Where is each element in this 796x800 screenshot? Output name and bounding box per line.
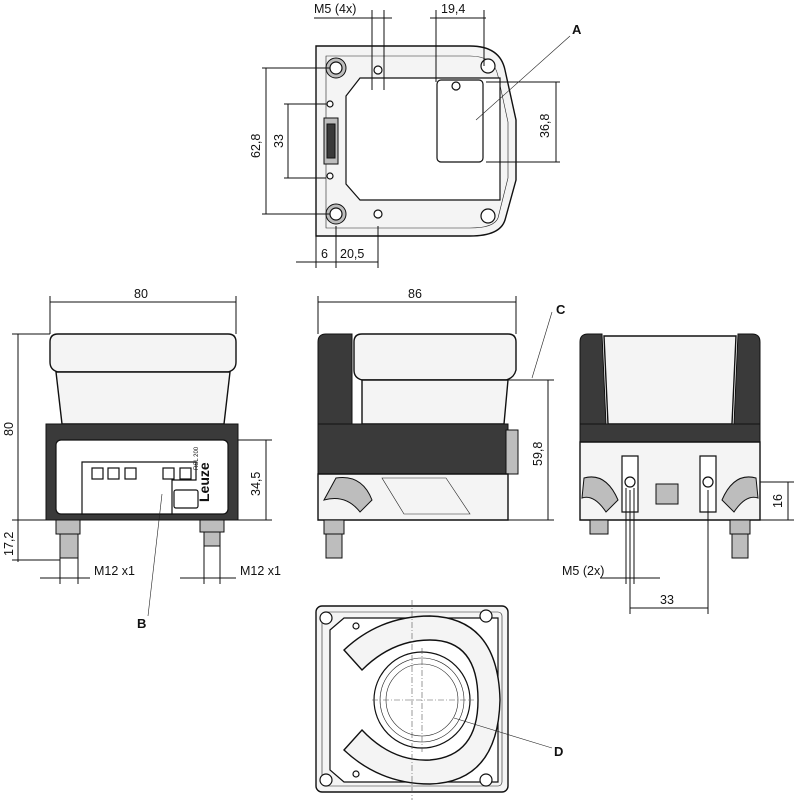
dim-19-4: 19,4 <box>441 2 465 16</box>
dim-34-5: 34,5 <box>249 472 263 496</box>
rear-view: 16 M5 (2x) 33 <box>562 333 794 614</box>
callout-a: A <box>572 22 582 37</box>
dim-86: 86 <box>408 287 422 301</box>
brand-logo: Leuze <box>196 462 212 502</box>
dim-33-top: 33 <box>272 134 286 148</box>
dim-m12-left: M12 x1 <box>94 564 135 578</box>
dim-33-rear: 33 <box>660 593 674 607</box>
callout-c: C <box>556 302 566 317</box>
top-view: M5 (4x) 19,4 62,8 33 36,8 6 20,5 A <box>249 2 582 268</box>
dim-20-5: 20,5 <box>340 247 364 261</box>
callout-d: D <box>554 744 563 759</box>
dim-36-8: 36,8 <box>538 114 552 138</box>
bottom-view: D <box>315 600 563 800</box>
side-view: 86 59,8 C <box>317 287 566 559</box>
dim-80-width: 80 <box>134 287 148 301</box>
front-view: Leuze RSL 200 80 80 17,2 34,5 M12 x1 M12… <box>2 287 281 631</box>
dim-62-8: 62,8 <box>249 134 263 158</box>
dim-m5-2x-rear: M5 (2x) <box>562 564 604 578</box>
callout-b: B <box>137 616 146 631</box>
dim-m12-right: M12 x1 <box>240 564 281 578</box>
dim-59-8: 59,8 <box>531 442 545 466</box>
dim-80-height: 80 <box>2 422 16 436</box>
dim-6: 6 <box>321 247 328 261</box>
dim-17-2: 17,2 <box>2 532 16 556</box>
dim-m5-4x-top: M5 (4x) <box>314 2 356 16</box>
dim-16: 16 <box>771 494 785 508</box>
model-label: RSL 200 <box>194 446 200 470</box>
